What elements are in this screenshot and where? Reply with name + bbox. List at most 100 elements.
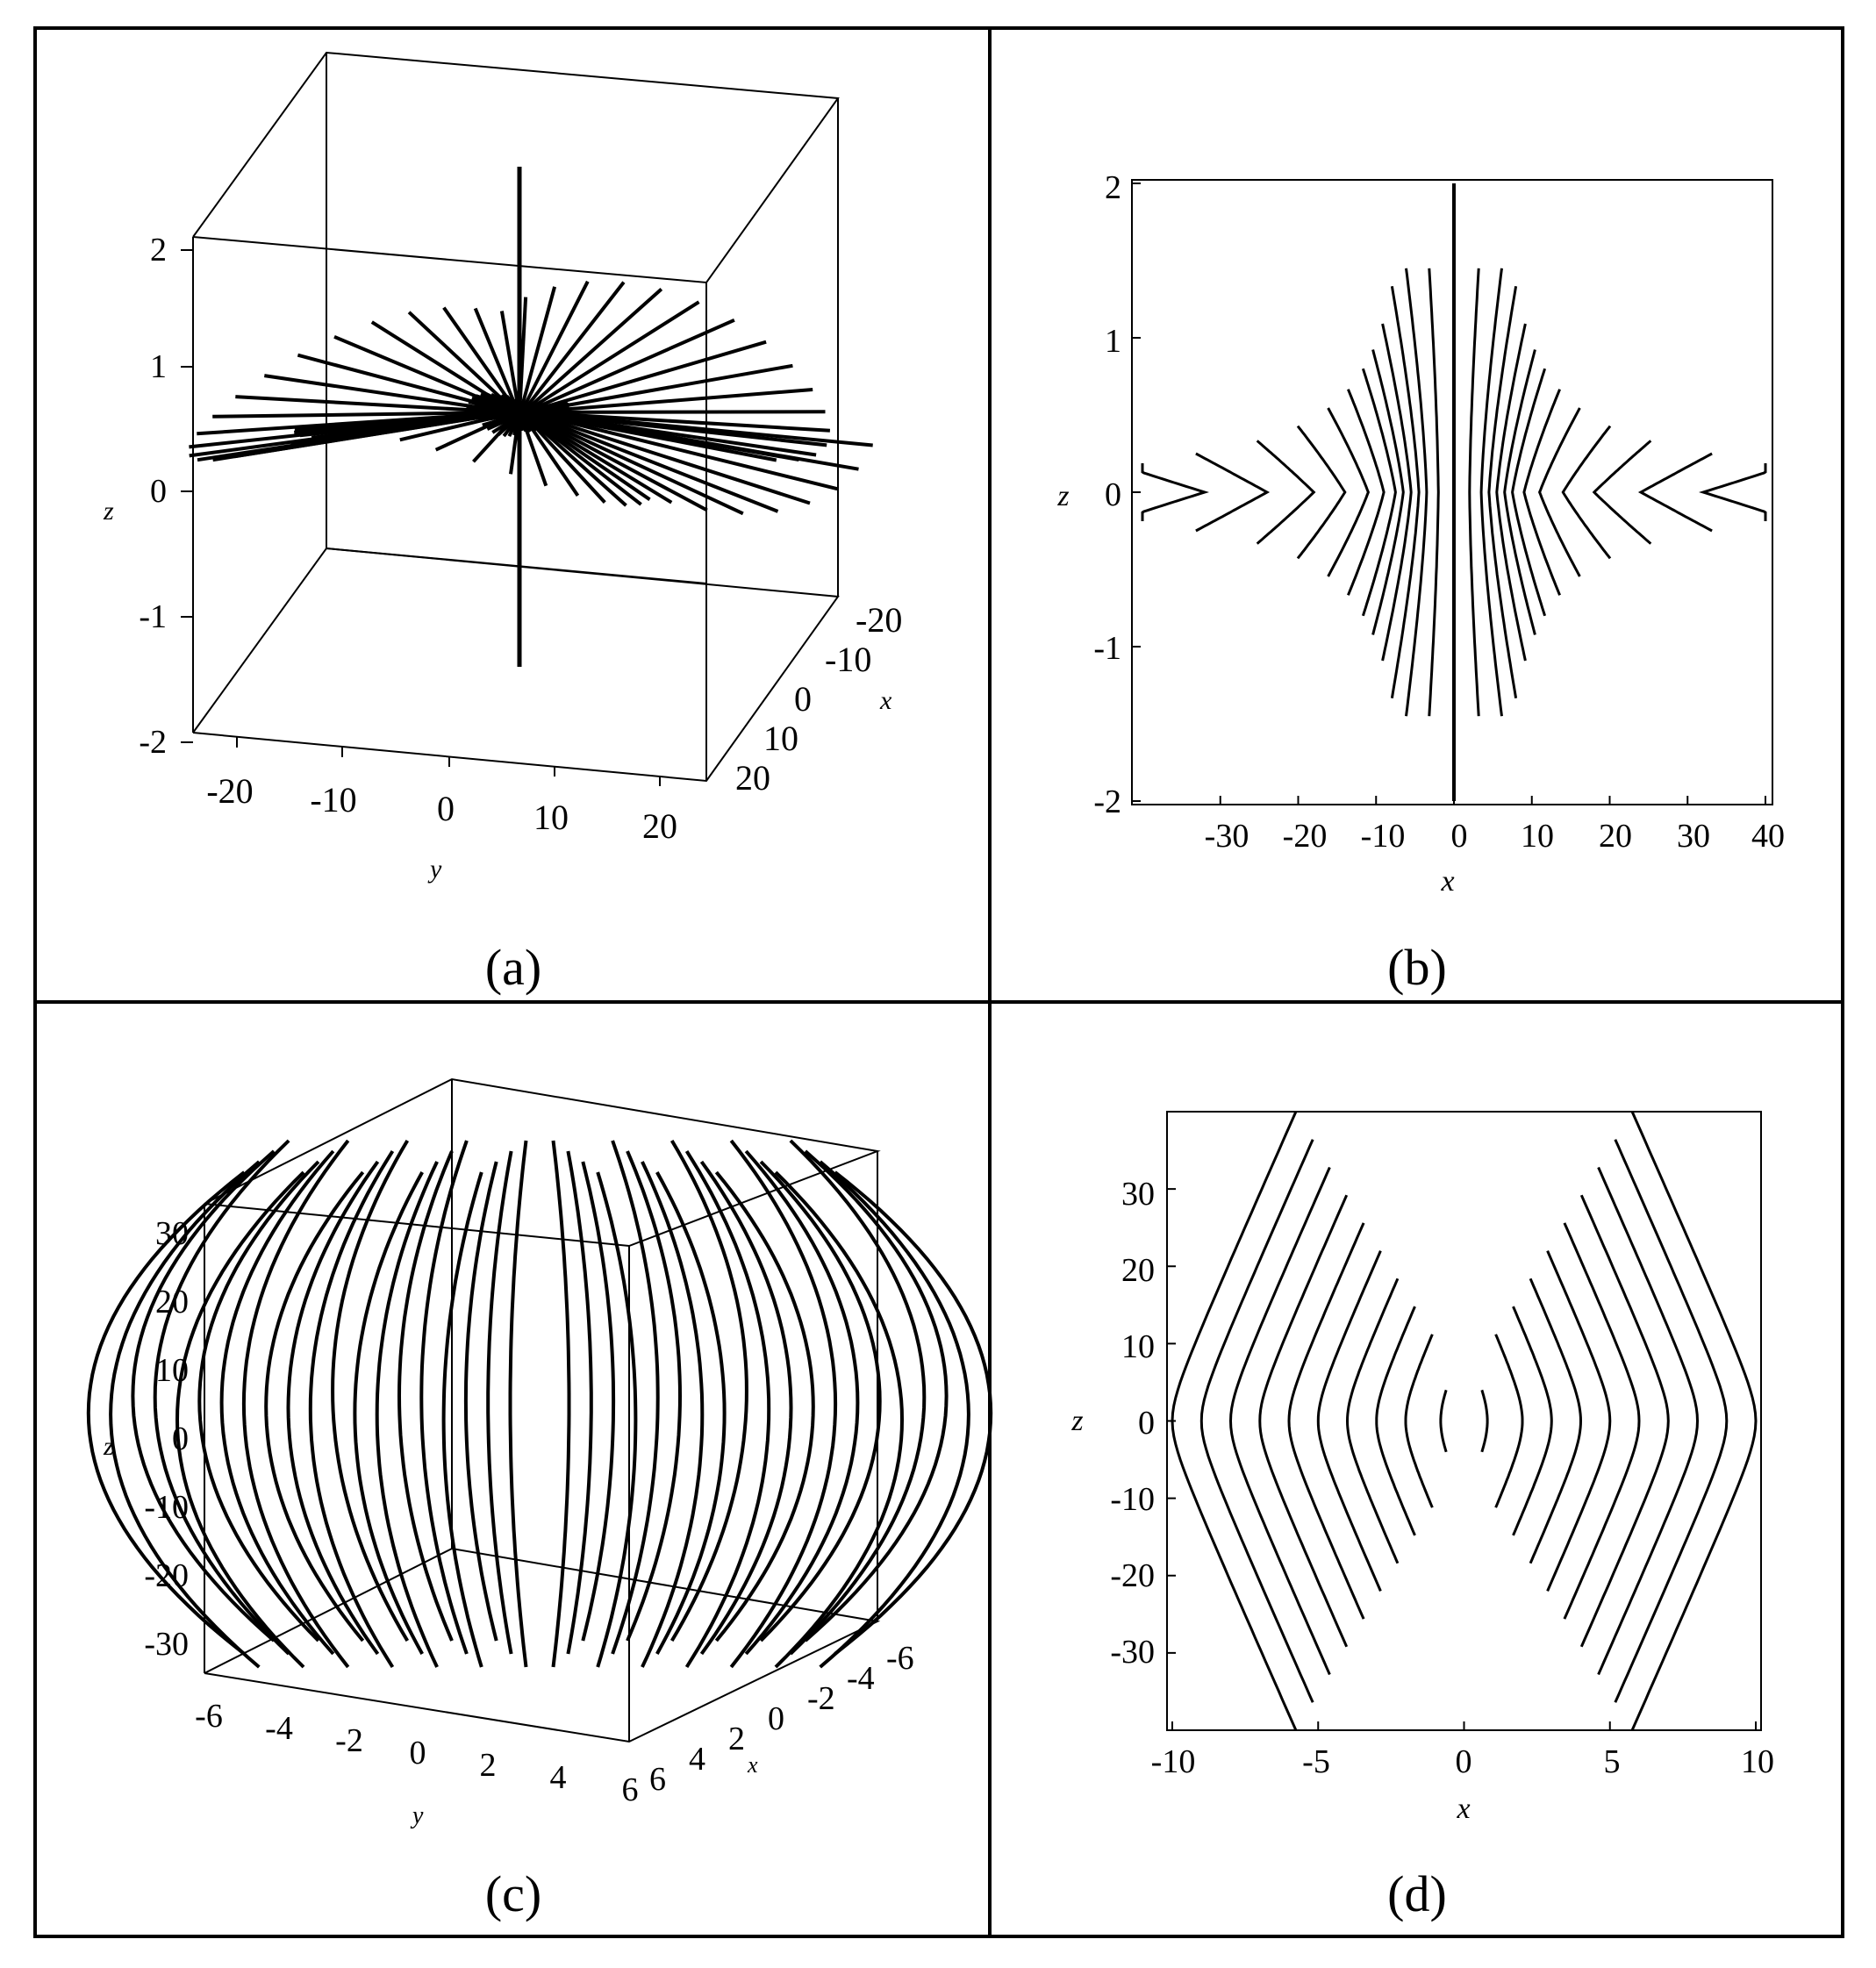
panel-c-z-ticks: 30 20 10 0 -10 -20 -30 bbox=[144, 1215, 189, 1663]
trajectory-line bbox=[1371, 349, 1405, 635]
y-tick-label: 20 bbox=[642, 806, 677, 846]
trajectory-line bbox=[566, 1150, 593, 1655]
trajectory-line bbox=[596, 1171, 638, 1668]
x-tick-label: -10 bbox=[1151, 1743, 1196, 1780]
trajectory-line bbox=[175, 1170, 305, 1669]
outer-border bbox=[33, 26, 1844, 1938]
panel-c-y-ticks: -6 -4 -2 0 2 4 6 bbox=[195, 1698, 638, 1808]
z-tick-label: 30 bbox=[155, 1215, 189, 1252]
x-tick-label: 0 bbox=[1456, 1743, 1472, 1780]
trajectory-line bbox=[1381, 323, 1413, 662]
box-bottom-face bbox=[192, 547, 840, 783]
trajectory-line bbox=[1405, 268, 1428, 717]
y-tick-label: -2 bbox=[335, 1722, 363, 1759]
trajectory-line bbox=[626, 1150, 683, 1642]
trajectory-line bbox=[699, 1160, 793, 1656]
trajectory-line bbox=[86, 1170, 246, 1656]
z-tick-label: -10 bbox=[1110, 1481, 1155, 1518]
trajectory-line bbox=[1614, 1139, 1729, 1703]
trajectory-line bbox=[804, 1149, 949, 1642]
trajectory-line bbox=[131, 1149, 276, 1642]
box-bottom-face bbox=[204, 1547, 881, 1743]
panel-d-z-ticks: 30 20 10 0 -10 -20 -30 bbox=[1110, 1176, 1155, 1671]
box-top-face bbox=[192, 51, 840, 284]
trajectory-line bbox=[241, 1139, 350, 1669]
z-tick-label: 1 bbox=[1105, 323, 1121, 360]
trajectory-line bbox=[197, 1160, 320, 1642]
trajectory-line bbox=[219, 1149, 335, 1656]
panel-c-caption: (c) bbox=[485, 1865, 541, 1922]
z-tick-label: 10 bbox=[1121, 1328, 1155, 1365]
trajectory-line bbox=[1479, 268, 1503, 717]
z-tick-label: -1 bbox=[139, 598, 167, 635]
x-tick-label: -2 bbox=[807, 1680, 835, 1717]
z-tick-label: -1 bbox=[1093, 630, 1121, 667]
y-tick-label: 6 bbox=[622, 1771, 639, 1808]
panel-a: 2 1 0 -1 -2 z -20 -10 0 10 20 bbox=[103, 51, 902, 996]
y-tick-label: 4 bbox=[550, 1759, 567, 1796]
trajectory-line bbox=[1579, 1194, 1670, 1648]
trajectory-line bbox=[655, 1171, 727, 1655]
y-tick-label: 10 bbox=[533, 798, 569, 837]
x-tick-label: 4 bbox=[689, 1741, 705, 1778]
x-tick-label: -10 bbox=[1361, 818, 1406, 855]
z-tick-label: 10 bbox=[155, 1352, 189, 1389]
panel-b-trajectories bbox=[1132, 182, 1767, 805]
panel-a-y-tick-marks bbox=[236, 737, 661, 786]
panel-a-z-tick-marks bbox=[181, 249, 193, 743]
y-tick-label: -20 bbox=[206, 771, 253, 811]
x-tick-label: 0 bbox=[794, 679, 812, 719]
x-tick-label: 0 bbox=[768, 1700, 784, 1737]
z-tick-label: -10 bbox=[144, 1489, 189, 1526]
x-tick-label: 20 bbox=[735, 758, 770, 798]
y-axis-label: y bbox=[427, 855, 442, 884]
x-axis-label: x bbox=[879, 686, 892, 715]
trajectory-line bbox=[819, 1160, 970, 1669]
z-tick-label: 0 bbox=[172, 1421, 189, 1457]
trajectory-line bbox=[1511, 368, 1547, 617]
z-tick-label: -30 bbox=[1110, 1634, 1155, 1671]
trajectory-line bbox=[1228, 1166, 1331, 1676]
trajectory-line bbox=[1522, 389, 1561, 596]
z-axis-label: z bbox=[1056, 480, 1069, 512]
z-tick-label: 2 bbox=[150, 232, 167, 268]
trajectory-line bbox=[441, 1171, 483, 1668]
trajectory-line bbox=[397, 1150, 454, 1642]
panel-d-trajectories bbox=[1167, 1111, 1758, 1731]
trajectory-line bbox=[264, 1170, 365, 1642]
trajectory-line bbox=[1256, 440, 1316, 545]
x-tick-label: 6 bbox=[649, 1761, 666, 1798]
x-tick-label: 30 bbox=[1677, 818, 1710, 855]
z-tick-label: -2 bbox=[1093, 784, 1121, 820]
panel-a-caption: (a) bbox=[485, 939, 541, 996]
panel-d: 30 20 10 0 -10 -20 -30 -10 -5 0 5 10 x z… bbox=[1070, 1111, 1774, 1922]
trajectory-line bbox=[1404, 1334, 1434, 1508]
trajectory-line bbox=[1494, 1334, 1524, 1508]
trajectory-line bbox=[1546, 1250, 1612, 1592]
panel-a-z-ticks: 2 1 0 -1 -2 bbox=[139, 232, 167, 761]
trajectory-line bbox=[508, 1140, 528, 1668]
y-tick-label: 0 bbox=[437, 789, 455, 828]
trajectory-line bbox=[353, 1171, 424, 1655]
panel-d-caption: (d) bbox=[1387, 1865, 1447, 1922]
z-tick-label: -2 bbox=[139, 724, 167, 761]
panel-c: 30 20 10 0 -10 -20 -30 z -6 -4 -2 0 2 4 … bbox=[86, 1077, 993, 1922]
trajectory-line bbox=[669, 1139, 748, 1642]
trajectory-line bbox=[1345, 1277, 1400, 1564]
x-tick-label: 20 bbox=[1599, 818, 1632, 855]
trajectory-line bbox=[480, 402, 777, 462]
trajectory-line bbox=[1361, 368, 1397, 617]
y-tick-label: 0 bbox=[410, 1735, 426, 1771]
x-tick-label: 0 bbox=[1451, 818, 1468, 855]
x-tick-label: -4 bbox=[847, 1660, 875, 1697]
trajectory-line bbox=[1375, 1306, 1416, 1536]
trajectory-line bbox=[375, 1161, 439, 1668]
panel-b-z-ticks: 2 1 0 -1 -2 bbox=[1093, 169, 1121, 820]
trajectory-line bbox=[1141, 463, 1210, 521]
figure-frame bbox=[33, 26, 1844, 1938]
panel-c-x-ticks: -6 -4 -2 0 2 4 6 bbox=[649, 1640, 914, 1798]
z-tick-label: -20 bbox=[144, 1557, 189, 1594]
z-tick-label: 20 bbox=[155, 1284, 189, 1320]
z-tick-label: -20 bbox=[1110, 1557, 1155, 1594]
